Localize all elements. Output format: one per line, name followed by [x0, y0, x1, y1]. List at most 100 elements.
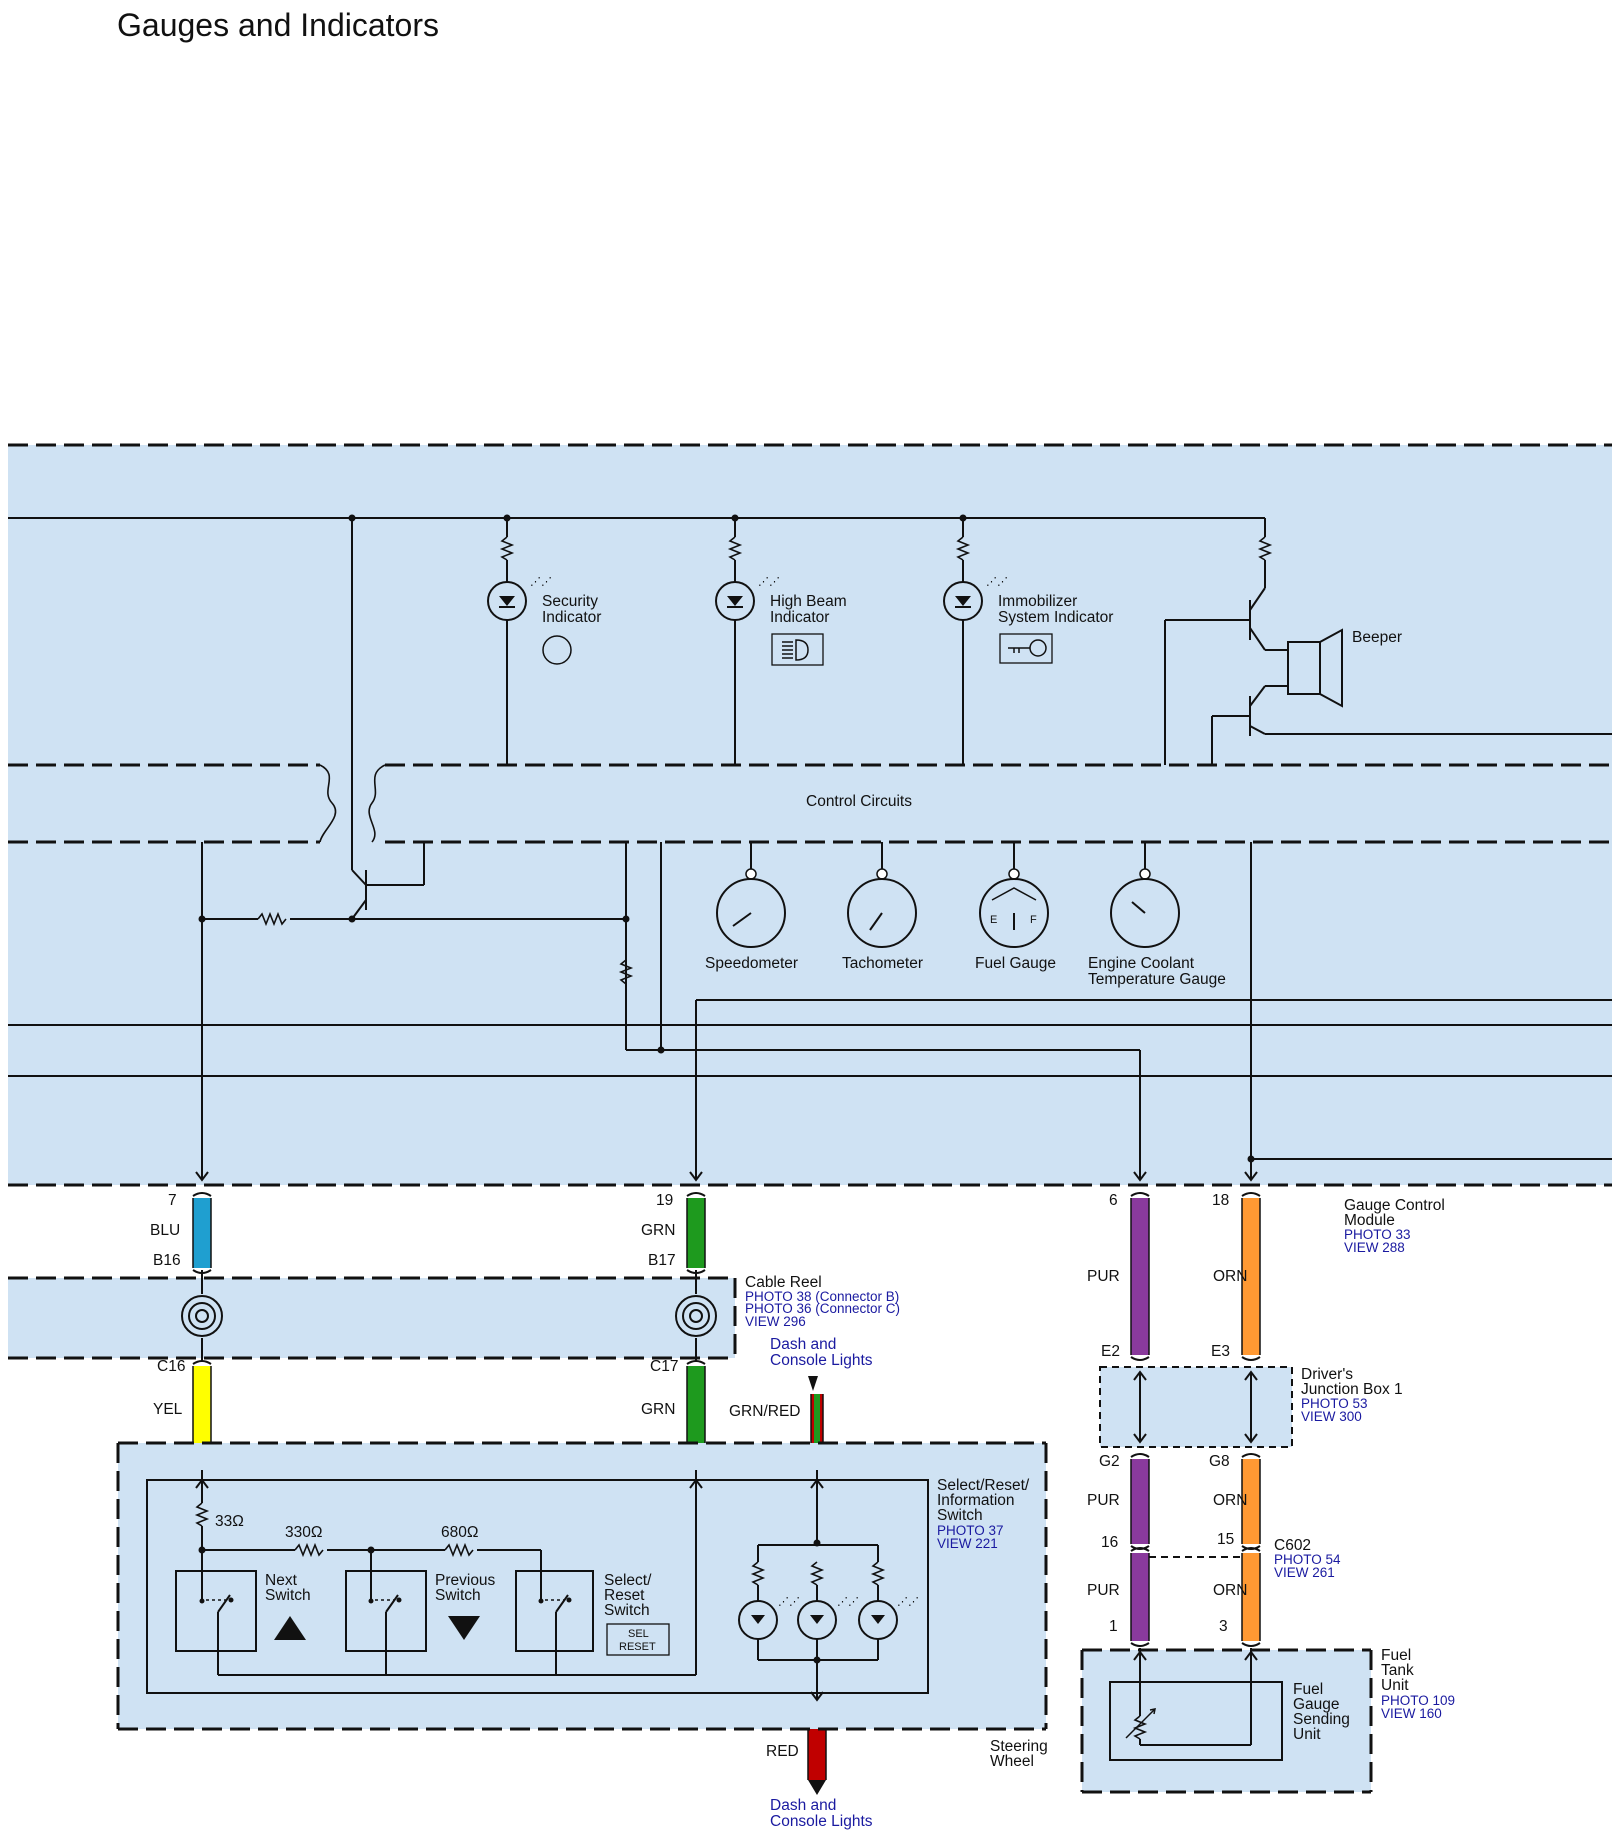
- pin-15: 15: [1217, 1531, 1234, 1548]
- switch-view-link[interactable]: VIEW 221: [937, 1536, 998, 1551]
- resistor-680-label: 680Ω: [441, 1524, 478, 1541]
- svg-text:⋰⋰: ⋰⋰: [837, 1596, 859, 1608]
- beeper-label: Beeper: [1352, 629, 1402, 646]
- resistor-33-label: 33Ω: [215, 1513, 244, 1530]
- select-reset-switch-label-1: Select/: [604, 1572, 652, 1589]
- wire-blu-yel: 7 BLU B16 C16 YEL 2: [8, 1192, 737, 1472]
- coolant-gauge-dial-icon: [1110, 878, 1180, 948]
- select-reset-switch[interactable]: Select/ Reset Switch SEL RESET: [515, 1570, 670, 1675]
- sending-unit-label-4: Unit: [1293, 1726, 1321, 1743]
- svg-text:⋰⋰: ⋰⋰: [986, 576, 1008, 588]
- fuel-tank-photo-link[interactable]: PHOTO 109: [1381, 1693, 1455, 1708]
- speedometer: Speedometer: [705, 842, 798, 972]
- sel-reset-button-icon: [606, 1623, 670, 1656]
- pin-g8: G8: [1209, 1453, 1230, 1470]
- speedometer-dial-icon: [716, 878, 786, 948]
- cable-reel-photo-1[interactable]: PHOTO 38 (Connector B): [745, 1289, 899, 1304]
- c602-label: C602 PHOTO 54 VIEW 261: [1274, 1537, 1341, 1580]
- c602-name: C602: [1274, 1537, 1311, 1554]
- previous-switch[interactable]: Previous Switch: [345, 1570, 496, 1675]
- dash-console-bottom-1[interactable]: Dash and: [770, 1797, 836, 1814]
- switch-photo-link[interactable]: PHOTO 37: [937, 1523, 1004, 1538]
- wire-orn-label-3: ORN: [1213, 1582, 1247, 1599]
- gauges: Speedometer Tachometer E F Fuel Gauge En…: [705, 842, 1226, 988]
- cable-reel-photo-2[interactable]: PHOTO 36 (Connector C): [745, 1301, 900, 1316]
- wire-orn-label-1: ORN: [1213, 1268, 1247, 1285]
- immobilizer-indicator-label-1: Immobilizer: [998, 593, 1077, 610]
- security-indicator-label-2: Indicator: [542, 609, 601, 626]
- cable-reel-name: Cable Reel: [745, 1274, 822, 1291]
- steering-wheel-label-1: Steering: [990, 1738, 1048, 1755]
- gcm-photo-link[interactable]: PHOTO 33: [1344, 1227, 1411, 1242]
- wire-grnred-label: GRN/RED: [729, 1403, 800, 1420]
- coolant-gauge-label-1: Engine Coolant: [1088, 955, 1195, 972]
- switch-name-3: Switch: [937, 1507, 983, 1524]
- steering-wheel-zone: Steering Wheel: [116, 1441, 1048, 1770]
- variable-resistor-icon: [1125, 1708, 1156, 1740]
- wire-orn: 18 ORN E3 G8 ORN 15 ORN 3: [1149, 1192, 1261, 1647]
- gcm-name-1: Gauge Control: [1344, 1197, 1445, 1214]
- cable-reel-coil-icon: [181, 1295, 223, 1337]
- fuel-tank-name-1: Fuel: [1381, 1647, 1411, 1664]
- down-arrow-icon-2: [808, 1780, 826, 1795]
- fuel-tank-name-2: Tank: [1381, 1662, 1414, 1679]
- speedometer-label: Speedometer: [705, 955, 798, 972]
- fuel-tank-name-3: Unit: [1381, 1677, 1409, 1694]
- high-beam-indicator-label-2: Indicator: [770, 609, 829, 626]
- junction-box-name-2: Junction Box 1: [1301, 1381, 1403, 1398]
- pin-18: 18: [1212, 1192, 1229, 1209]
- previous-switch-label-2: Switch: [435, 1587, 481, 1604]
- select-reset-switch-label-2: Reset: [604, 1587, 645, 1604]
- sel-reset-line-2: RESET: [619, 1641, 656, 1653]
- svg-text:⋰⋰: ⋰⋰: [897, 1596, 919, 1608]
- pin-g2: G2: [1099, 1453, 1120, 1470]
- dash-console-top-2[interactable]: Console Lights: [770, 1352, 873, 1369]
- wire-yel-label: YEL: [153, 1401, 183, 1418]
- select-reset-switch-label-3: Switch: [604, 1602, 650, 1619]
- indicator-section: ⋰⋰ Security Indicator ⋰⋰ High Beam Indic…: [8, 514, 1612, 870]
- switch-name-1: Select/Reset/: [937, 1477, 1030, 1494]
- pin-7: 7: [168, 1192, 177, 1209]
- wire-pur-label-3: PUR: [1087, 1582, 1120, 1599]
- page-title: Gauges and Indicators: [117, 7, 439, 43]
- junction-box-label: Driver's Junction Box 1 PHOTO 53 VIEW 30…: [1301, 1366, 1403, 1424]
- fuel-tank-unit: Fuel Gauge Sending Unit Fuel Tank Unit P…: [1080, 1647, 1455, 1794]
- circle-icon: [542, 635, 572, 665]
- security-indicator: ⋰⋰ Security Indicator: [487, 518, 601, 765]
- wire-red-label: RED: [766, 1743, 799, 1760]
- immobilizer-indicator-label-2: System Indicator: [998, 609, 1113, 626]
- fuel-gauge-dial-icon: [979, 878, 1049, 948]
- pin-6: 6: [1109, 1192, 1118, 1209]
- dash-console-bottom-2[interactable]: Console Lights: [770, 1813, 873, 1830]
- junction-box-photo-link[interactable]: PHOTO 53: [1301, 1396, 1368, 1411]
- pin-b16: B16: [153, 1252, 181, 1269]
- control-circuits-band: Control Circuits: [8, 763, 1612, 844]
- dash-console-top-1[interactable]: Dash and: [770, 1336, 836, 1353]
- fuel-tank-view-link[interactable]: VIEW 160: [1381, 1706, 1442, 1721]
- pin-1: 1: [1109, 1618, 1118, 1635]
- immobilizer-indicator: ⋰⋰ Immobilizer System Indicator: [943, 518, 1113, 765]
- c602-photo-link[interactable]: PHOTO 54: [1274, 1552, 1341, 1567]
- cable-reel-view[interactable]: VIEW 296: [745, 1314, 806, 1329]
- sending-unit-label-3: Sending: [1293, 1711, 1350, 1728]
- next-switch-label-1: Next: [265, 1572, 298, 1589]
- module-lower-wiring: [8, 842, 1612, 1182]
- c602-view-link[interactable]: VIEW 261: [1274, 1565, 1335, 1580]
- pin-c17: C17: [650, 1358, 678, 1375]
- beeper-circuit: Beeper: [1164, 518, 1612, 765]
- next-switch[interactable]: Next Switch: [175, 1570, 311, 1675]
- wire-blu-label: BLU: [150, 1222, 180, 1239]
- fuel-gauge: E F Fuel Gauge: [975, 842, 1056, 972]
- sending-unit-box: [1109, 1681, 1283, 1761]
- wire-orn-label-2: ORN: [1213, 1492, 1247, 1509]
- svg-text:⋰⋰: ⋰⋰: [530, 576, 552, 588]
- wire-grn-label-2: GRN: [641, 1401, 675, 1418]
- control-circuits-label: Control Circuits: [806, 793, 912, 810]
- high-beam-icon: [771, 633, 824, 666]
- junction-box-view-link[interactable]: VIEW 300: [1301, 1409, 1362, 1424]
- gcm-view-link[interactable]: VIEW 288: [1344, 1240, 1405, 1255]
- pin-3: 3: [1219, 1618, 1228, 1635]
- coolant-gauge-label-2: Temperature Gauge: [1088, 971, 1226, 988]
